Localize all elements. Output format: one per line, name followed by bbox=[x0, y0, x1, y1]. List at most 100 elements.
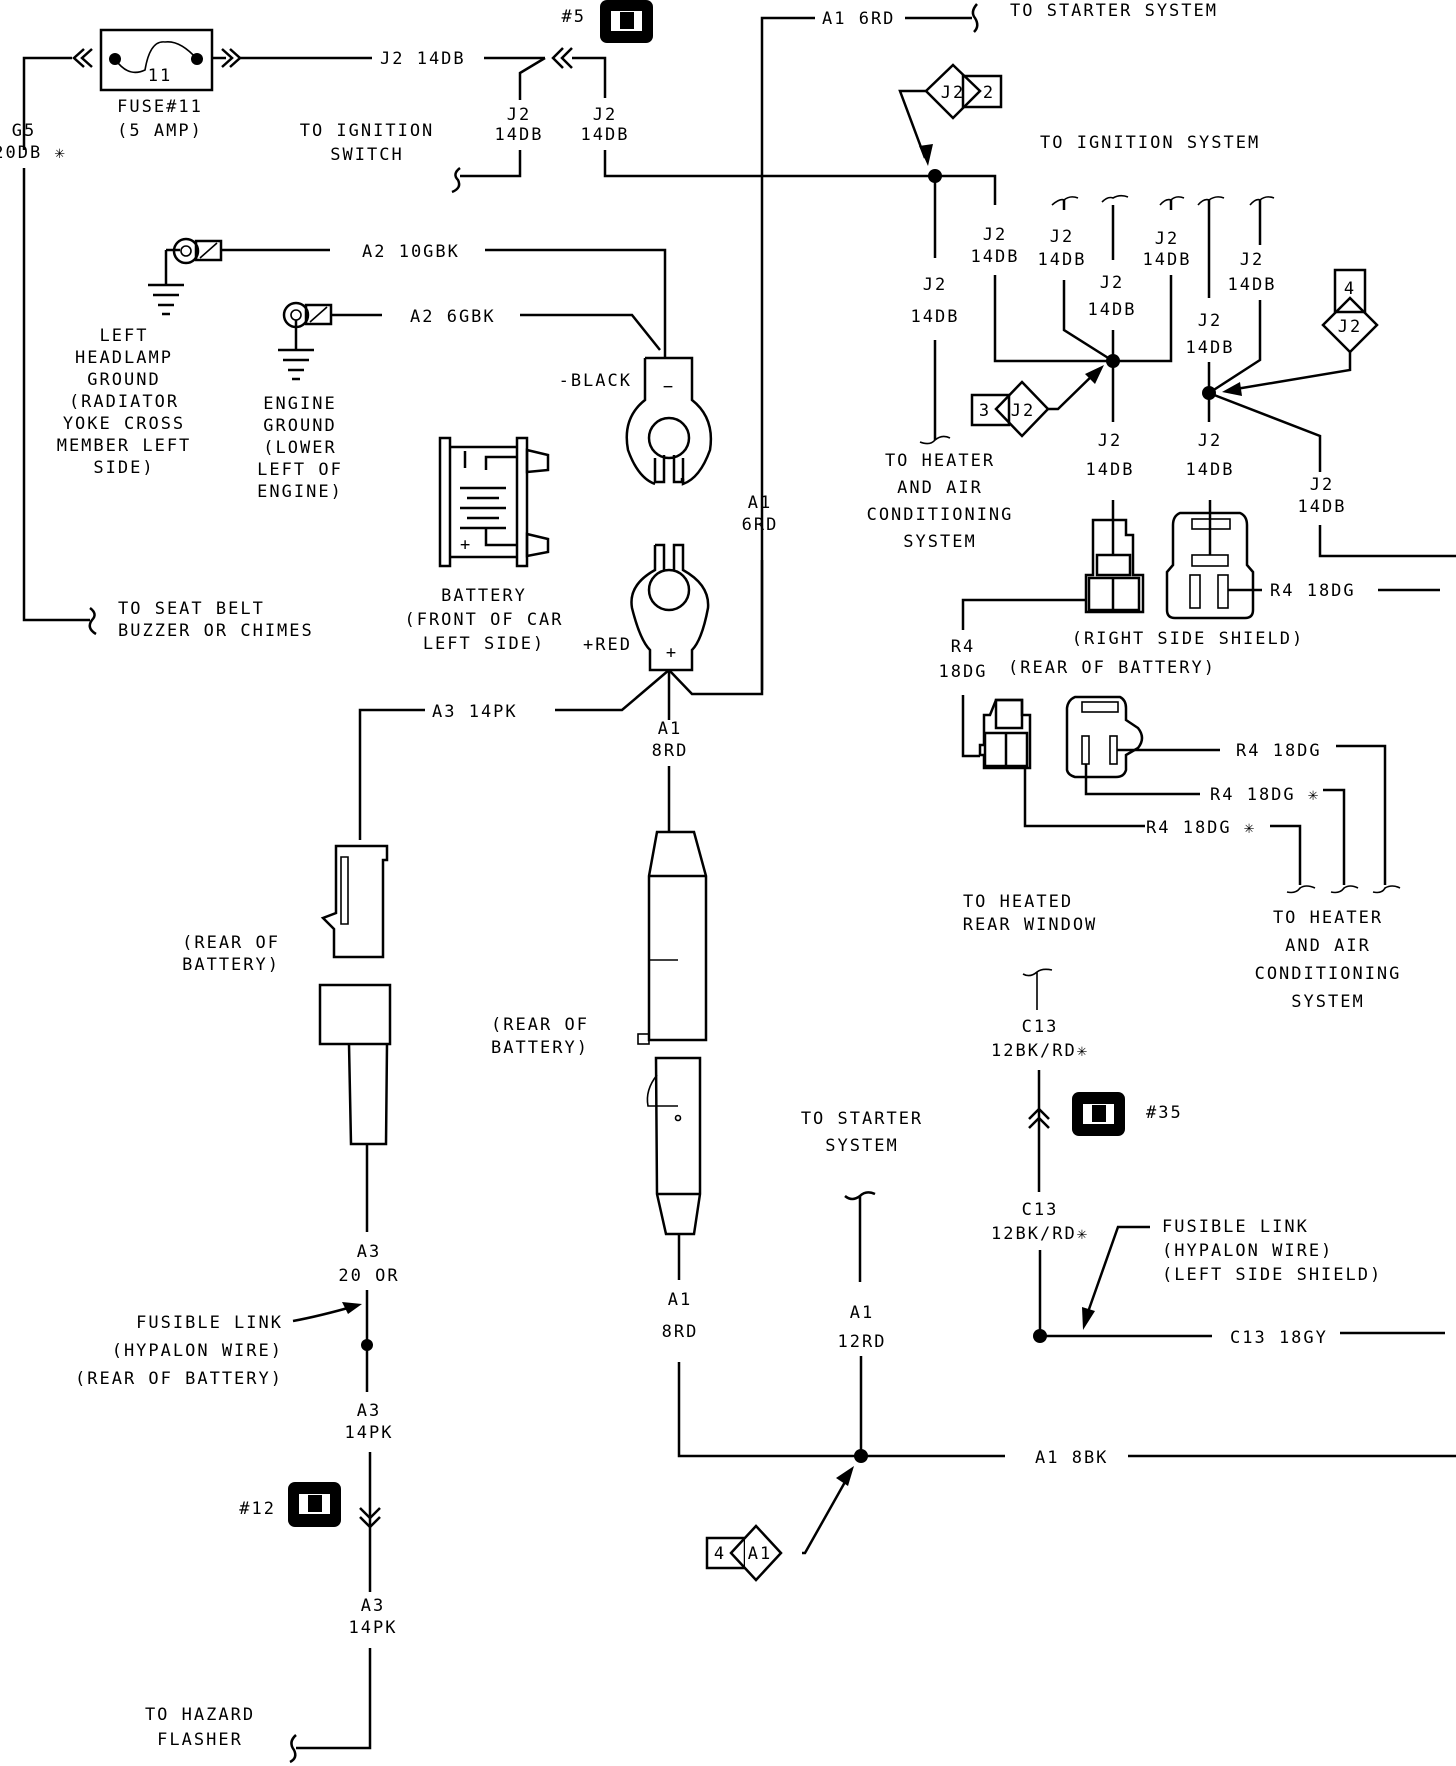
rear-of-battery-left-1: (REAR OF bbox=[182, 933, 280, 953]
negative-terminal-icon[interactable] bbox=[625, 356, 713, 486]
ground-symbol-icon bbox=[278, 348, 314, 381]
shield-connector-lower-left-icon[interactable] bbox=[978, 698, 1032, 770]
to-heated-rear-window-2: REAR WINDOW bbox=[963, 915, 1098, 935]
c13-top-2: 12BK/RD✳ bbox=[991, 1041, 1089, 1061]
wire-break-icon bbox=[1051, 194, 1185, 206]
battery-icon[interactable]: + bbox=[438, 436, 550, 568]
ref-j2-2-code: J2 bbox=[941, 83, 965, 103]
fusible-link-right-1: FUSIBLE LINK bbox=[1162, 1217, 1309, 1237]
engine-ground-5: ENGINE) bbox=[257, 482, 343, 502]
to-heater-3: CONDITIONING bbox=[867, 505, 1014, 525]
connector-5-label: #5 bbox=[562, 7, 586, 27]
j2-label: J2 bbox=[1310, 475, 1334, 495]
r4-18dg-d-label: R4 18DG ✳ bbox=[1146, 818, 1256, 838]
connector-5-group: #5 J2 14DB J2 14DB TO IGNITION SWITCH bbox=[300, 0, 935, 194]
to-hazard-flasher-1: TO HAZARD bbox=[145, 1705, 255, 1725]
g5-wire-label-1: G5 bbox=[12, 121, 36, 141]
wire-break-icon bbox=[971, 3, 979, 33]
ref-a1-4-badge[interactable]: 4 A1 bbox=[705, 1524, 783, 1582]
fusible-link-right-3: (LEFT SIDE SHIELD) bbox=[1162, 1265, 1382, 1285]
wire-break-icon bbox=[88, 607, 97, 636]
a1-12rd-label-1: A1 bbox=[850, 1303, 874, 1323]
r4-18dg-c-label: R4 18DG ✳ bbox=[1210, 785, 1320, 805]
a1-center-circuit: (REAR OF BATTERY) A1 8RD TO STARTER SYST… bbox=[491, 766, 1456, 1582]
fusible-link-left-2: (HYPALON WIRE) bbox=[112, 1341, 283, 1361]
fuse-label-line1: FUSE#11 bbox=[117, 97, 203, 117]
to-heater-2: AND AIR bbox=[897, 478, 983, 498]
a1-12rd-label-2: 12RD bbox=[838, 1332, 887, 1352]
connector-male-icon[interactable] bbox=[320, 844, 389, 959]
shield-connector-left-icon[interactable] bbox=[1084, 518, 1145, 614]
a3-14pk-label-2: 14PK bbox=[345, 1423, 394, 1443]
j2-right-label-2: 14DB bbox=[581, 125, 630, 145]
negative-sign: − bbox=[663, 377, 675, 397]
left-headlamp-ground-4: (RADIATOR bbox=[69, 392, 179, 412]
to-hazard-flasher-2: FLASHER bbox=[157, 1730, 243, 1750]
ref-j2-3-code: J2 bbox=[1011, 401, 1035, 421]
fuse-label-line2: (5 AMP) bbox=[117, 121, 203, 141]
a1-8rd-lower-1: A1 bbox=[668, 1290, 692, 1310]
j2-label: 14DB bbox=[1298, 497, 1347, 517]
r4-18dg-a-label: R4 18DG bbox=[1270, 581, 1356, 601]
connector-a1-lower-icon[interactable] bbox=[646, 1056, 702, 1236]
j2-label: J2 bbox=[1198, 311, 1222, 331]
j2-label: 14DB bbox=[1186, 460, 1235, 480]
engine-ground-3: (LOWER bbox=[263, 438, 336, 458]
engine-ground-1: ENGINE bbox=[263, 394, 336, 414]
j2-label: J2 bbox=[1240, 250, 1264, 270]
to-heater-4: SYSTEM bbox=[903, 532, 976, 552]
to-heated-rear-window-1: TO HEATED bbox=[963, 892, 1073, 912]
ref-j2-3-badge[interactable]: 3 J2 bbox=[970, 380, 1050, 438]
to-starter-system-top: TO STARTER SYSTEM bbox=[1010, 1, 1218, 21]
to-heater-right-3: CONDITIONING bbox=[1255, 964, 1402, 984]
right-side-shield-connectors: R4 18DG R4 18DG (RIGHT SIDE SHIELD) (REA… bbox=[939, 500, 1440, 1012]
a1-6rd-vertical-1: A1 bbox=[748, 493, 772, 513]
to-ignition-system: TO IGNITION SYSTEM bbox=[1040, 133, 1260, 153]
a1-8rd-label-2: 8RD bbox=[652, 741, 689, 761]
engine-ground-4: LEFT OF bbox=[257, 460, 343, 480]
j2-label: 14DB bbox=[1086, 460, 1135, 480]
ref-a1-code: A1 bbox=[748, 1544, 772, 1564]
wire-break-icon bbox=[1197, 196, 1275, 206]
j2-label: 14DB bbox=[1088, 300, 1137, 320]
connector-female-icon[interactable] bbox=[318, 983, 392, 1146]
c13-bottom-1: C13 bbox=[1022, 1200, 1059, 1220]
to-ignition-switch-line1: TO IGNITION bbox=[300, 121, 435, 141]
j2-label: 14DB bbox=[911, 307, 960, 327]
wire-break-icon bbox=[451, 167, 461, 194]
battery-label-3: LEFT SIDE) bbox=[423, 634, 545, 654]
left-headlamp-ground-5: YOKE CROSS bbox=[63, 414, 185, 434]
j2-label: J2 bbox=[1098, 431, 1122, 451]
fuse-11-box[interactable] bbox=[99, 28, 214, 92]
a2-10gbk-label: A2 10GBK bbox=[362, 242, 460, 262]
j2-label: J2 bbox=[1155, 229, 1179, 249]
connector-35-label: #35 bbox=[1146, 1103, 1183, 1123]
wire-break-icon bbox=[1286, 885, 1401, 894]
positive-terminal-icon[interactable] bbox=[630, 543, 710, 672]
left-headlamp-ground-2: HEADLAMP bbox=[75, 348, 173, 368]
shield-connector-right-icon[interactable] bbox=[1165, 511, 1255, 620]
j2-14db-top-label: J2 14DB bbox=[380, 49, 466, 69]
ground-circuits: A2 10GBK A2 6GBK LEFT HEADLAMP GROUND (R… bbox=[57, 237, 667, 502]
ref-j2-2-badge[interactable]: J2 2 bbox=[924, 63, 1003, 120]
a1-8rd-label-1: A1 bbox=[658, 719, 682, 739]
ref-j2-3-num: 3 bbox=[979, 401, 991, 421]
to-heater-right-4: SYSTEM bbox=[1291, 992, 1364, 1012]
a3-14pk-lower-2: 14PK bbox=[349, 1618, 398, 1638]
rear-of-battery-left-2: BATTERY) bbox=[182, 955, 280, 975]
to-seat-belt-line2: BUZZER OR CHIMES bbox=[118, 621, 314, 641]
connector-a1-upper-icon[interactable] bbox=[637, 830, 708, 1045]
battery-label-1: BATTERY bbox=[441, 586, 527, 606]
ref-j2-4-badge[interactable]: 4 J2 bbox=[1321, 268, 1379, 354]
positive-terminal-label: +RED bbox=[583, 635, 632, 655]
ref-j2-4-code: J2 bbox=[1338, 317, 1362, 337]
fuse-11-circuit: 11 J2 14DB FUSE#11 (5 AMP) G5 20DB ✳ TO … bbox=[0, 28, 545, 641]
rear-of-battery-center-2: BATTERY) bbox=[491, 1038, 589, 1058]
shield-connector-lower-right-icon[interactable] bbox=[1065, 695, 1144, 779]
right-side-shield-label: (RIGHT SIDE SHIELD) bbox=[1072, 629, 1304, 649]
j2-label: J2 bbox=[1050, 227, 1074, 247]
to-ignition-switch-line2: SWITCH bbox=[330, 145, 403, 165]
a3-14pk-label: A3 14PK bbox=[432, 702, 518, 722]
rear-of-battery-center-1: (REAR OF bbox=[491, 1015, 589, 1035]
a3-20or-label-1: A3 bbox=[357, 1242, 381, 1262]
